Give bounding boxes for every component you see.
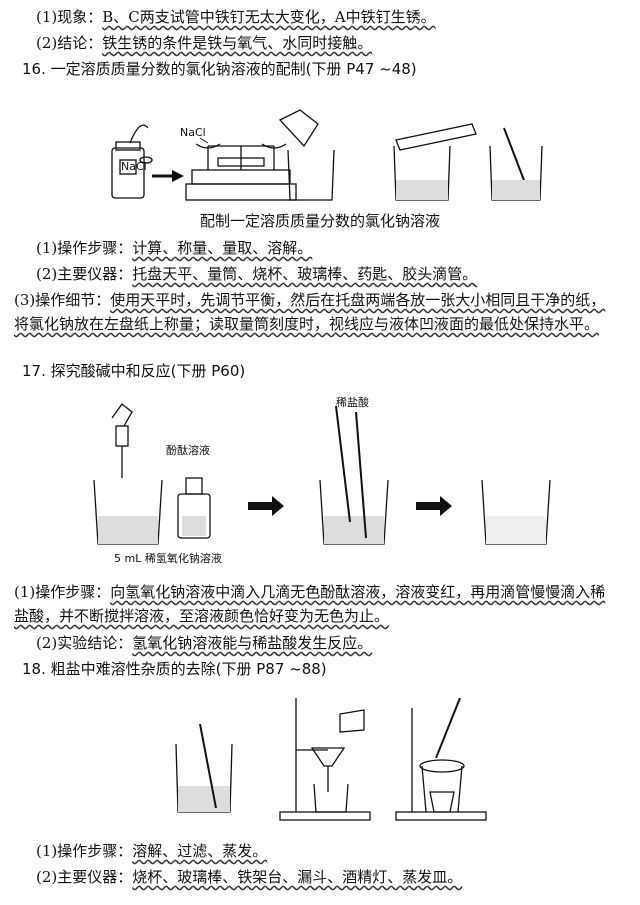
balance-figure — [185, 143, 297, 201]
sec16-details-label: (3)操作细节： — [14, 291, 111, 309]
sec16-steps-label: (1)操作步骤： — [36, 239, 133, 257]
reagent-jar-figure — [111, 124, 153, 199]
conclusion-line: (2)结论：铁生锈的条件是铁与氧气、水同时接触。 — [36, 32, 616, 54]
phenolphthalein-bottle — [177, 477, 211, 539]
sec17-steps-text: 向氢氧化钠溶液中滴入几滴无色酚酞溶液，溶液变红，再用滴管慢慢滴入稀盐酸，并不断搅… — [14, 583, 606, 625]
phenomenon-label: (1)现象： — [36, 8, 103, 26]
nacl-pointer — [199, 137, 209, 144]
sec18-instruments-label: (2)主要仪器： — [36, 868, 133, 886]
phenomenon-text: B、C两支试管中铁钉无太大变化，A中铁钉生锈。 — [102, 8, 436, 26]
sec18-steps-label: (1)操作步骤： — [36, 842, 133, 860]
sec18-instruments-text: 烧杯、玻璃棒、铁架台、漏斗、酒精灯、蒸发皿。 — [132, 868, 463, 886]
result-beaker — [481, 479, 551, 545]
figure-neutralization: 酚酞溶液 5 mL 稀氢氧化钠溶液 稀盐酸 — [93, 395, 551, 565]
jar-label: NaCl — [121, 160, 147, 173]
sec16-instruments-text: 托盘天平、量筒、烧杯、玻璃棒、药匙、胶头滴管。 — [132, 265, 478, 283]
beaker-pour-liquid — [393, 123, 477, 201]
figure-16-caption: 配制一定溶质质量分数的氯化钠溶液 — [199, 212, 440, 230]
balance-nacl-label: NaCl — [180, 126, 206, 139]
sec16-instruments-label: (2)主要仪器： — [36, 265, 133, 283]
sec16-details-text: 使用天平时，先调节平衡，然后在托盘两端各放一张大小相同且干净的纸，将氯化钠放在左… — [14, 291, 606, 333]
beaker-stir — [489, 127, 543, 201]
section-18-title: 18. 粗盐中难溶性杂质的去除(下册 P87 ~88) — [22, 660, 327, 678]
conclusion-label: (2)结论： — [36, 34, 103, 52]
sec18-instruments-line: (2)主要仪器：烧杯、玻璃棒、铁架台、漏斗、酒精灯、蒸发皿。 — [36, 866, 616, 888]
sec17-steps-label: (1)操作步骤： — [14, 583, 111, 601]
conclusion-text: 铁生锈的条件是铁与氧气、水同时接触。 — [102, 34, 373, 52]
sec17-conclusion-text: 氢氧化钠溶液能与稀盐酸发生反应。 — [132, 634, 373, 652]
dropper-beaker-figure — [93, 403, 163, 545]
phenomenon-line: (1)现象：B、C两支试管中铁钉无太大变化，A中铁钉生锈。 — [36, 6, 616, 28]
sec18-steps-line: (1)操作步骤：溶解、过滤、蒸发。 — [36, 840, 616, 862]
sec16-details-paragraph: (3)操作细节：使用天平时，先调节平衡，然后在托盘两端各放一张大小相同且干净的纸… — [14, 288, 616, 336]
sec17-steps-paragraph: (1)操作步骤：向氢氧化钠溶液中滴入几滴无色酚酞溶液，溶液变红，再用滴管慢慢滴入… — [14, 580, 616, 628]
sec17-conclusion-line: (2)实验结论：氢氧化钠溶液能与稀盐酸发生反应。 — [36, 632, 616, 654]
sec16-steps-line: (1)操作步骤：计算、称量、量取、溶解。 — [36, 237, 616, 259]
filtration-stand — [279, 698, 371, 821]
sec17-conclusion-label: (2)实验结论： — [36, 634, 133, 652]
beaker-pour-solid — [278, 109, 335, 201]
arrow-3 — [416, 496, 452, 516]
sec18-steps-text: 溶解、过滤、蒸发。 — [132, 842, 268, 860]
arrow-2 — [248, 496, 284, 516]
naoh-label: 5 mL 稀氢氧化钠溶液 — [114, 551, 222, 565]
phenolphthalein-label: 酚酞溶液 — [166, 443, 210, 457]
arrow-1-head — [172, 170, 184, 182]
hcl-label: 稀盐酸 — [336, 395, 369, 409]
section-16-title: 16. 一定溶质质量分数的氯化钠溶液的配制(下册 P47 ~48) — [22, 60, 417, 78]
acid-dropper-beaker — [319, 405, 389, 545]
figure-salt-purification — [175, 697, 487, 821]
dissolve-beaker — [175, 723, 233, 813]
section-17-title: 17. 探究酸碱中和反应(下册 P60) — [22, 362, 246, 380]
evaporation-stand — [395, 697, 487, 821]
sec16-steps-text: 计算、称量、量取、溶解。 — [132, 239, 313, 257]
sec16-instruments-line: (2)主要仪器：托盘天平、量筒、烧杯、玻璃棒、药匙、胶头滴管。 — [36, 263, 616, 285]
figure-nacl-preparation: NaCl NaCl — [111, 109, 543, 201]
